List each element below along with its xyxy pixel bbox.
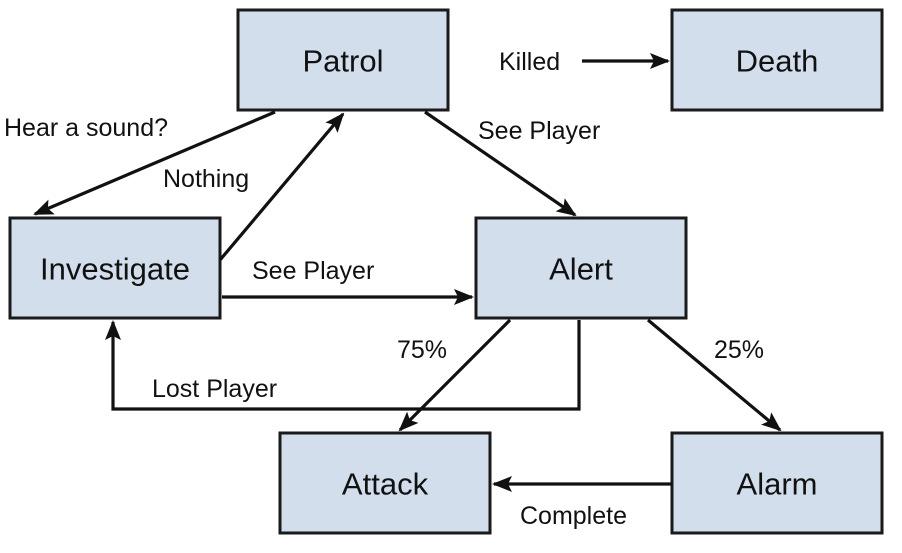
arrow-alert-to-investigate-lost bbox=[105, 320, 581, 411]
state-patrol-label: Patrol bbox=[303, 44, 384, 79]
state-alert: Alert bbox=[474, 216, 688, 320]
state-death-box bbox=[670, 8, 884, 112]
state-patrol-box bbox=[236, 8, 450, 112]
state-investigate-box bbox=[8, 216, 222, 320]
label-see-player-from-patrol: See Player bbox=[478, 117, 600, 145]
state-alarm-label: Alarm bbox=[737, 467, 818, 502]
state-investigate: Investigate bbox=[8, 216, 222, 320]
arrow-patrol-to-alert bbox=[424, 110, 577, 217]
label-nothing: Nothing bbox=[163, 165, 249, 193]
state-attack-label: Attack bbox=[342, 467, 429, 502]
arrow-alert-to-alarm bbox=[646, 318, 782, 432]
state-alert-box bbox=[474, 216, 688, 320]
state-attack: Attack bbox=[278, 431, 492, 535]
state-death: Death bbox=[670, 8, 884, 112]
label-lost-player: Lost Player bbox=[152, 375, 277, 403]
label-75-percent: 75% bbox=[397, 336, 447, 364]
label-hear-a-sound: Hear a sound? bbox=[4, 114, 168, 142]
state-investigate-label: Investigate bbox=[40, 252, 190, 287]
label-killed: Killed bbox=[499, 48, 560, 76]
label-25-percent: 25% bbox=[714, 336, 764, 364]
state-patrol: Patrol bbox=[236, 8, 450, 112]
state-alarm: Alarm bbox=[670, 431, 884, 535]
label-complete: Complete bbox=[520, 502, 627, 530]
state-death-label: Death bbox=[736, 44, 819, 79]
state-attack-box bbox=[278, 431, 492, 535]
arrow-investigate-to-patrol bbox=[218, 112, 345, 262]
arrow-patrol-to-investigate bbox=[33, 110, 276, 216]
label-see-player-from-investigate: See Player bbox=[252, 257, 374, 285]
arrow-alert-to-attack bbox=[398, 318, 512, 432]
state-alert-label: Alert bbox=[549, 252, 613, 287]
